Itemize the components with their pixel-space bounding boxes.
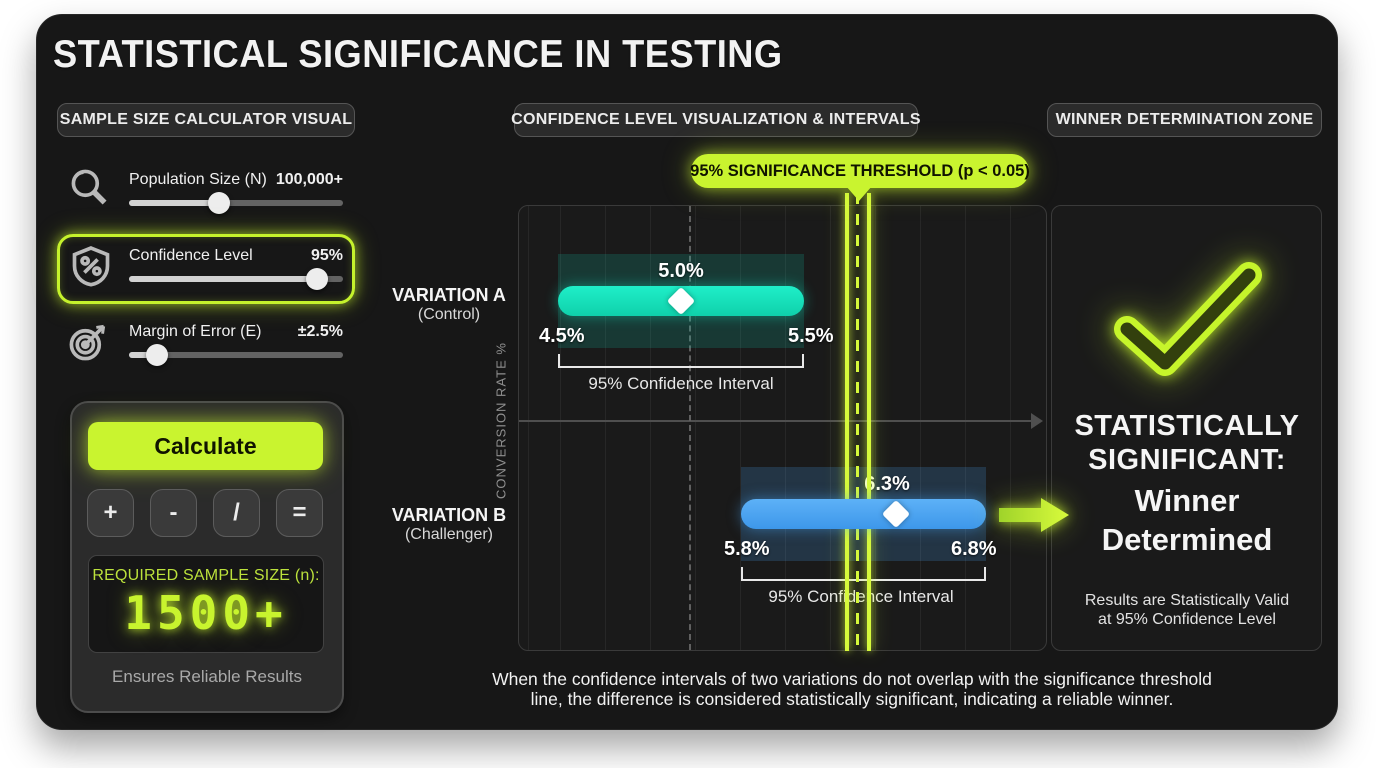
confidence-level-slider-thumb[interactable] [306,268,329,290]
variation-b-label: VARIATION B (Challenger) [384,505,514,544]
sample-size-display-value: 1500+ [124,586,288,640]
variation-b-upper-label: 6.8% [951,538,997,560]
variation-a-label: VARIATION A (Control) [384,285,514,324]
minus-button[interactable]: - [150,489,197,537]
confidence-level-slider-fill [129,276,318,282]
calculate-button[interactable]: Calculate [88,422,323,470]
variation-b-lower-label: 5.8% [724,538,770,560]
main-card: STATISTICAL SIGNIFICANCE IN TESTING SAMP… [36,14,1338,730]
population-size-slider[interactable] [129,192,343,214]
variation-b-bar [741,499,986,529]
threshold-line-right [867,193,871,651]
x-axis-arrow-icon [1031,413,1043,429]
margin-of-error-label: Margin of Error (E) [129,323,262,340]
winner-note-line2: at 95% Confidence Level [1098,611,1276,628]
threshold-line-left [845,193,849,651]
population-size-label: Population Size (N) [129,171,267,188]
population-size-slider-fill [129,200,219,206]
variation-a-subtitle: (Control) [417,306,481,323]
variation-b-ci-bracket [741,567,986,581]
margin-of-error-value: ±2.5% [297,323,343,340]
caption-line1: When the confidence intervals of two var… [492,669,1212,689]
operator-button-row: + - / = [87,489,325,537]
divide-button[interactable]: / [213,489,260,537]
winner-headline-line3: Winner [1134,483,1240,518]
variation-b-ci-label: 95% Confidence Interval [768,587,954,606]
variation-b-subtitle: (Challenger) [404,526,494,543]
threshold-label-pointer [846,186,872,201]
target-icon [67,319,111,363]
confidence-highlight-box [57,234,355,304]
caption-line2: line, the difference is considered stati… [530,688,1174,709]
population-size-slider-thumb[interactable] [207,192,230,214]
chart-caption: When the confidence intervals of two var… [452,669,1252,709]
variation-a-name: VARIATION A [392,285,506,305]
population-size-value: 100,000+ [275,171,343,188]
variation-a-upper-label: 5.5% [788,325,834,347]
winner-note-line1: Results are Statistically Valid [1084,592,1290,609]
winner-headline-line2: SIGNIFICANT: [1088,444,1286,476]
confidence-level-value: 95% [310,247,343,264]
winner-zone-panel [1051,205,1322,651]
variation-a-ci-bracket [558,354,804,368]
sample-size-display: REQUIRED SAMPLE SIZE (n): 1500+ [88,555,324,653]
magnifier-icon [67,165,111,209]
variation-b-name: VARIATION B [391,505,507,525]
x-axis-line [519,420,1032,422]
checkmark-icon [1114,262,1262,376]
section-header-sample-size: SAMPLE SIZE CALCULATOR VISUAL [57,103,355,137]
shield-percent-icon [69,244,113,288]
threshold-line-dashed [856,193,859,651]
variation-a-mean-label: 5.0% [658,260,704,282]
confidence-level-slider[interactable] [129,268,343,290]
winner-headline-line4: Determined [1101,522,1273,557]
section-header-winner: WINNER DETERMINATION ZONE [1047,103,1322,137]
winner-headline-line1: STATISTICALLY [1074,410,1300,442]
variation-b-mean-label: 6.3% [864,473,910,495]
margin-of-error-slider[interactable] [129,344,343,366]
variation-a-ci-label: 95% Confidence Interval [588,374,774,393]
chart-panel [518,205,1047,651]
winner-arrow-icon [999,498,1069,532]
plus-button[interactable]: + [87,489,134,537]
section-header-confidence: CONFIDENCE LEVEL VISUALIZATION & INTERVA… [511,103,921,137]
margin-of-error-slider-fill [129,352,157,358]
y-axis-label: CONVERSION RATE % [493,342,509,499]
confidence-level-label: Confidence Level [129,247,253,264]
page-title: STATISTICAL SIGNIFICANCE IN TESTING [53,33,783,76]
variation-a-lower-label: 4.5% [539,325,585,347]
margin-of-error-slider-thumb[interactable] [145,344,168,366]
equals-button[interactable]: = [276,489,323,537]
threshold-label: 95% SIGNIFICANCE THRESHOLD (p < 0.05) [690,154,1030,188]
reference-dashed-line [689,206,691,650]
sample-size-display-label: REQUIRED SAMPLE SIZE (n): [92,567,320,584]
calculator-footnote: Ensures Reliable Results [112,667,302,686]
